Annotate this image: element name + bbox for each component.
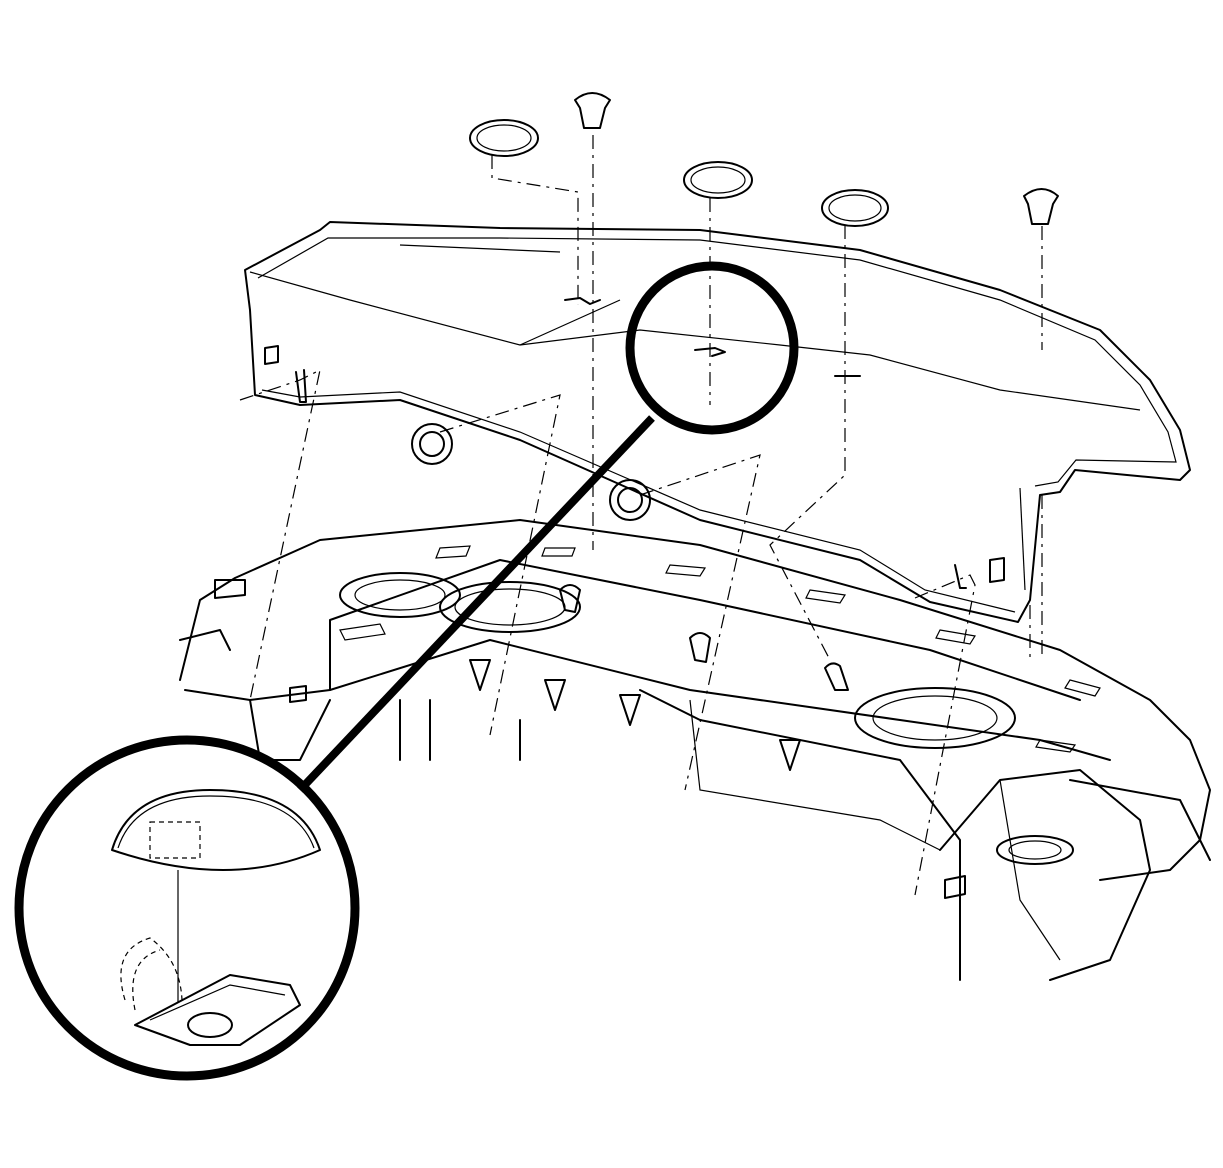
rear-shelf-structure (179, 519, 1211, 981)
assembly-lines (239, 135, 1043, 896)
rear-window-panel-trim (244, 221, 1191, 623)
detail-magnifier (14, 261, 799, 1081)
push-in-retainer (469, 92, 1059, 227)
retainer-grommet (411, 423, 651, 521)
